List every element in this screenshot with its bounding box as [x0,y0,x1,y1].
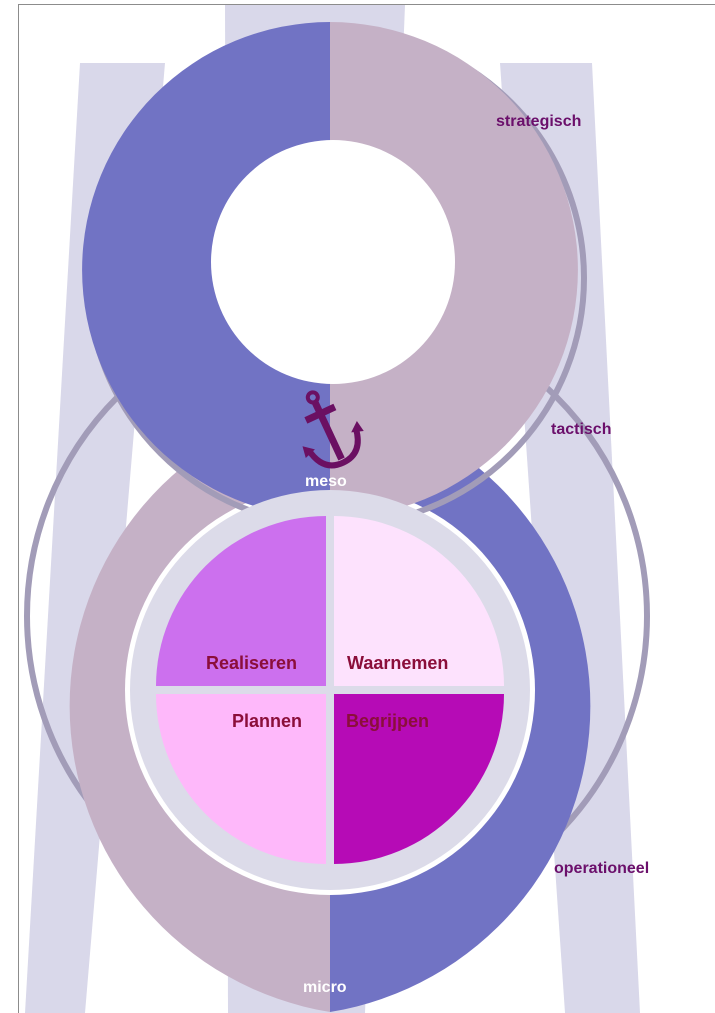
quadrants [156,516,504,864]
label-operationeel: operationeel [554,860,649,877]
label-begrijpen: Begrijpen [346,711,429,731]
label-micro: micro [303,979,347,996]
quadrant-waarnemen [334,516,504,686]
upper-ring-left [82,22,330,518]
label-macro: macro [303,139,351,156]
label-strategisch: strategisch [496,113,581,130]
label-tactisch: tactisch [551,421,611,438]
label-realiseren: Realiseren [206,653,297,673]
label-waarnemen: Waarnemen [347,653,448,673]
label-meso: meso [305,473,347,490]
quadrant-plannen [156,694,326,864]
upper-ring [82,22,587,529]
page-border [18,4,715,1013]
quadrant-begrijpen [334,694,504,864]
quadrant-realiseren [156,516,326,686]
anchor-icon [302,390,364,469]
upper-ring-hole [211,140,455,384]
label-plannen: Plannen [232,711,302,731]
